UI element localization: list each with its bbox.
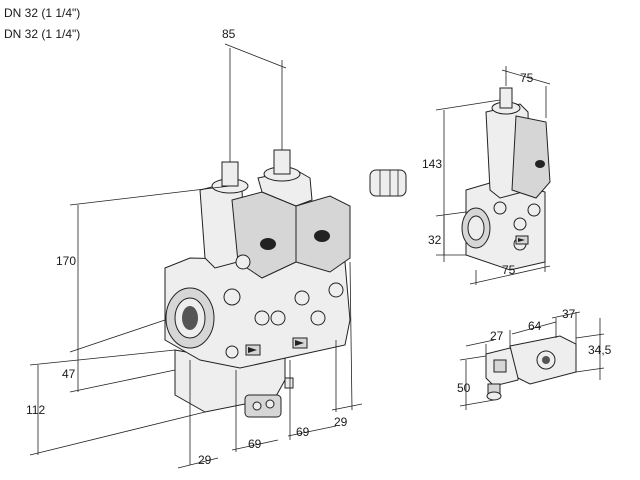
dim-main-bottom-offset: 29 xyxy=(198,453,212,467)
dim-main-total-height: 112 xyxy=(26,403,45,417)
plug-connector xyxy=(485,335,577,401)
main-dimension-lines xyxy=(29,43,363,469)
dim-single-bottom-width: 75 xyxy=(502,263,516,277)
dim-single-base-height: 32 xyxy=(428,233,442,247)
dim-connector-a: 27 xyxy=(490,329,504,343)
double-valve-assembly xyxy=(164,149,351,418)
product-size-label-2: DN 32 (1 1/4") xyxy=(4,27,81,41)
dim-connector-b: 64 xyxy=(528,319,542,333)
dim-main-height: 170 xyxy=(56,254,76,268)
dim-main-top-width: 85 xyxy=(222,27,236,41)
dim-main-right-offset: 29 xyxy=(334,415,348,429)
dim-main-segment-a: 69 xyxy=(248,437,262,451)
dim-main-segment-b: 69 xyxy=(296,425,310,439)
dim-connector-d: 34,5 xyxy=(588,343,612,357)
connector-dimension-lines xyxy=(459,311,605,410)
single-valve-dimension-lines xyxy=(435,66,551,285)
dim-single-top-width: 75 xyxy=(520,71,534,85)
dim-connector-c: 37 xyxy=(562,307,576,321)
cable-gland xyxy=(369,169,407,197)
product-size-label-1: DN 32 (1 1/4") xyxy=(4,6,81,20)
dim-connector-e: 50 xyxy=(457,381,471,395)
dim-single-height: 143 xyxy=(422,157,442,171)
dim-main-lower-height: 47 xyxy=(62,367,76,381)
single-valve xyxy=(461,87,551,271)
